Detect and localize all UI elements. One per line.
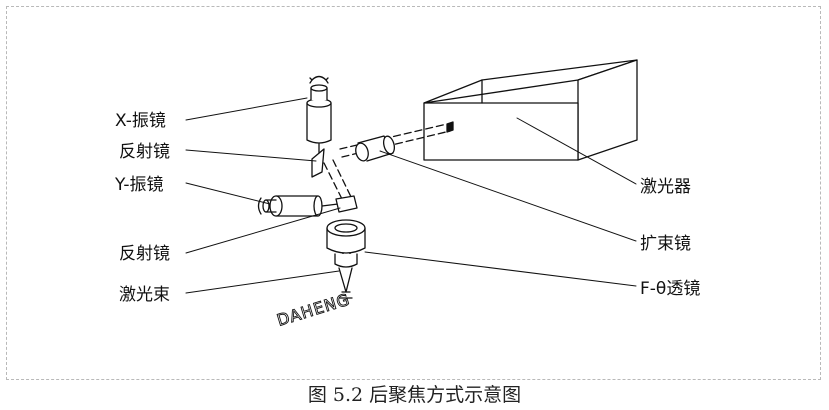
leader-lines bbox=[185, 97, 637, 294]
label-mirror-bottom: 反射镜 bbox=[119, 244, 170, 264]
label-y-galvo: Y-振镜 bbox=[114, 175, 164, 195]
label-laser-beam: 激光束 bbox=[119, 285, 170, 305]
figure-caption: 图 5.2 后聚焦方式示意图 bbox=[307, 384, 522, 406]
label-x-galvo: X-振镜 bbox=[115, 111, 166, 131]
label-mirror-top: 反射镜 bbox=[119, 142, 170, 162]
brand-mark: DAHENG bbox=[275, 290, 353, 330]
figure-frame bbox=[6, 6, 821, 380]
rear-focus-diagram: X-振镜 反射镜 Y-振镜 反射镜 激光束 激光器 扩束镜 F-θ透镜 DAHE… bbox=[114, 59, 700, 330]
f-theta-lens bbox=[326, 219, 366, 268]
y-galvo bbox=[257, 195, 358, 217]
label-beam-expander: 扩束镜 bbox=[640, 234, 691, 254]
label-f-theta-lens: F-θ透镜 bbox=[640, 279, 700, 299]
laser-box bbox=[423, 59, 638, 161]
focused-beam bbox=[338, 267, 353, 299]
x-galvo bbox=[306, 75, 332, 178]
label-laser: 激光器 bbox=[640, 177, 691, 197]
beam-expander bbox=[355, 135, 396, 162]
